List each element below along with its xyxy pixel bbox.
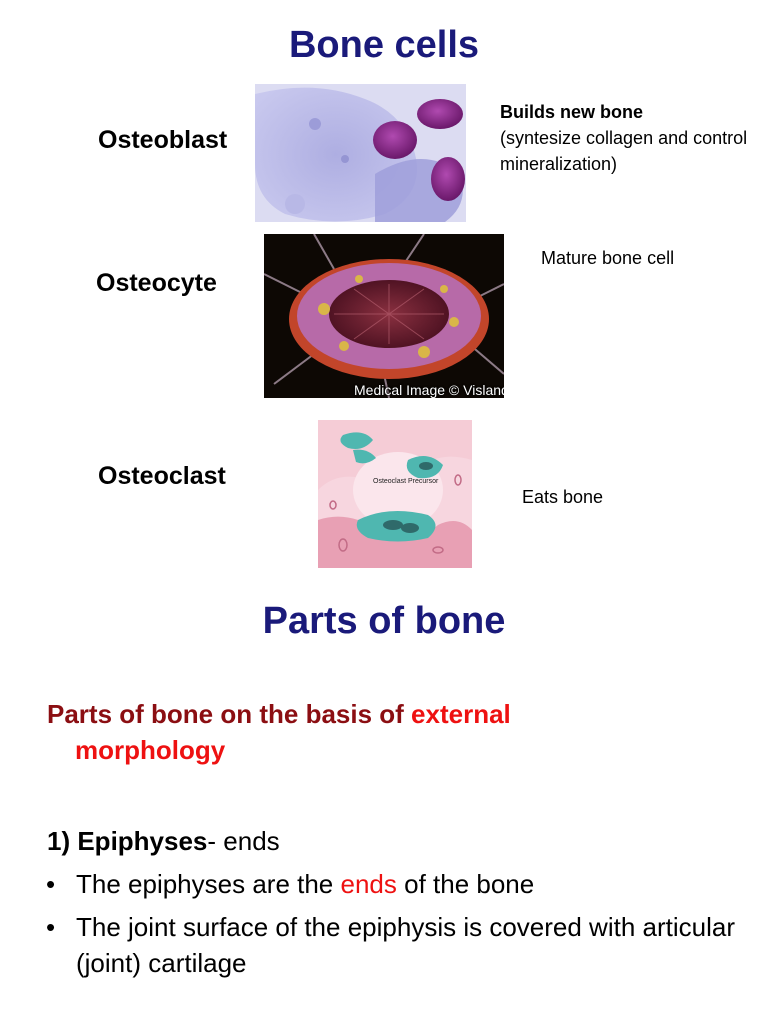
parts-subtitle: Parts of bone on the basis of external m…: [47, 696, 727, 768]
subtitle-text-1: Parts of bone on the basis of: [47, 699, 412, 729]
osteoclast-description: Eats bone: [522, 487, 604, 507]
subtitle-highlight: external: [411, 699, 511, 729]
epiphyses-heading-bold: 1) Epiphyses: [47, 826, 208, 856]
bullet-symbol: •: [46, 912, 56, 942]
osteoblast-micrograph: [255, 84, 466, 222]
osteoclast-illustration: Osteoclast Precursor: [318, 420, 472, 568]
osteocyte-description: Mature bone cell: [541, 248, 675, 268]
bullet2-text: The joint surface of the epiphysis is co…: [76, 912, 735, 978]
osteoblast-image: [255, 84, 466, 222]
osteoblast-label: Osteoblast: [98, 126, 228, 154]
osteocyte-image: Medical Image © Visland: [264, 234, 504, 398]
osteoblast-description: Builds new bone (syntesize collagen and …: [500, 99, 750, 177]
bullet-item-1: • The epiphyses are the ends of the bone: [46, 866, 736, 902]
bullet1-text-2: of the bone: [396, 869, 535, 899]
bullet1-highlight: ends: [340, 869, 397, 899]
osteoclast-diagram-label: Osteoclast Precursor: [373, 478, 439, 485]
subtitle-text-2: morphology: [75, 735, 226, 765]
osteoblast-desc-rest: (syntesize collagen and control minerali…: [500, 128, 748, 174]
osteocyte-illustration: [264, 234, 504, 398]
osteoblast-desc-bold: Builds new bone: [500, 102, 644, 122]
bullet-symbol: •: [46, 869, 56, 899]
bullet-item-2: • The joint surface of the epiphysis is …: [46, 909, 736, 981]
epiphyses-heading: 1) Epiphyses- ends: [47, 823, 280, 859]
osteocyte-label: Osteocyte: [96, 269, 217, 297]
osteoclast-image: Osteoclast Precursor: [318, 420, 472, 568]
osteoclast-label: Osteoclast: [98, 462, 226, 490]
page-title-bone-cells: Bone cells: [288, 24, 480, 66]
epiphyses-heading-rest: - ends: [207, 826, 280, 856]
bullet1-text-1: The epiphyses are the: [76, 869, 341, 899]
osteocyte-watermark: Medical Image © Visland: [354, 382, 504, 398]
epiphyses-bullet-list: • The epiphyses are the ends of the bone…: [46, 866, 736, 981]
section-title-parts-of-bone: Parts of bone: [262, 600, 506, 642]
